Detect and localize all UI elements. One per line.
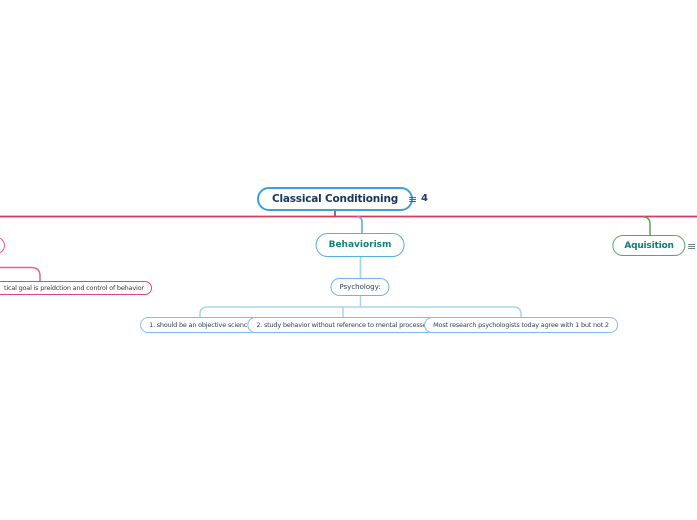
node-point-research-psychologists[interactable]: Most research psychologists today agree … xyxy=(424,317,618,333)
node-psychology-label: Psychology: xyxy=(339,283,381,291)
node-aquisition[interactable]: Aquisition xyxy=(612,235,686,256)
node-psychology[interactable]: Psychology: xyxy=(330,278,390,296)
node-practical-goal[interactable]: tical goal is preidction and control of … xyxy=(0,281,152,295)
node-point-study-behavior[interactable]: 2. study behavior without reference to m… xyxy=(247,317,439,333)
connector-root-aquisition xyxy=(642,216,651,235)
badge-count-icon[interactable]: 4 xyxy=(421,193,428,204)
aquisition-menu-icon[interactable]: ≡ xyxy=(687,240,697,253)
node-aquisition-label: Aquisition xyxy=(624,240,674,251)
node-behaviorism[interactable]: Behaviorism xyxy=(315,233,405,257)
connector-points-rail xyxy=(199,306,522,317)
node-classical-conditioning-label: Classical Conditioning xyxy=(271,193,399,205)
node-point-3-label: Most research psychologists today agree … xyxy=(433,321,609,329)
notes-menu-icon[interactable]: ≡ xyxy=(408,193,418,206)
connector-root-behaviorism xyxy=(356,216,363,233)
node-classical-conditioning[interactable]: Classical Conditioning xyxy=(256,187,414,211)
connector-pink-branch xyxy=(0,266,41,281)
node-behaviorism-label: Behaviorism xyxy=(328,240,392,250)
node-point-objective-science[interactable]: 1. should be an objective science xyxy=(140,317,260,333)
node-point-2-label: 2. study behavior without reference to m… xyxy=(256,321,430,329)
node-point-1-label: 1. should be an objective science xyxy=(149,321,251,329)
node-practical-goal-label: tical goal is preidction and control of … xyxy=(4,284,144,292)
